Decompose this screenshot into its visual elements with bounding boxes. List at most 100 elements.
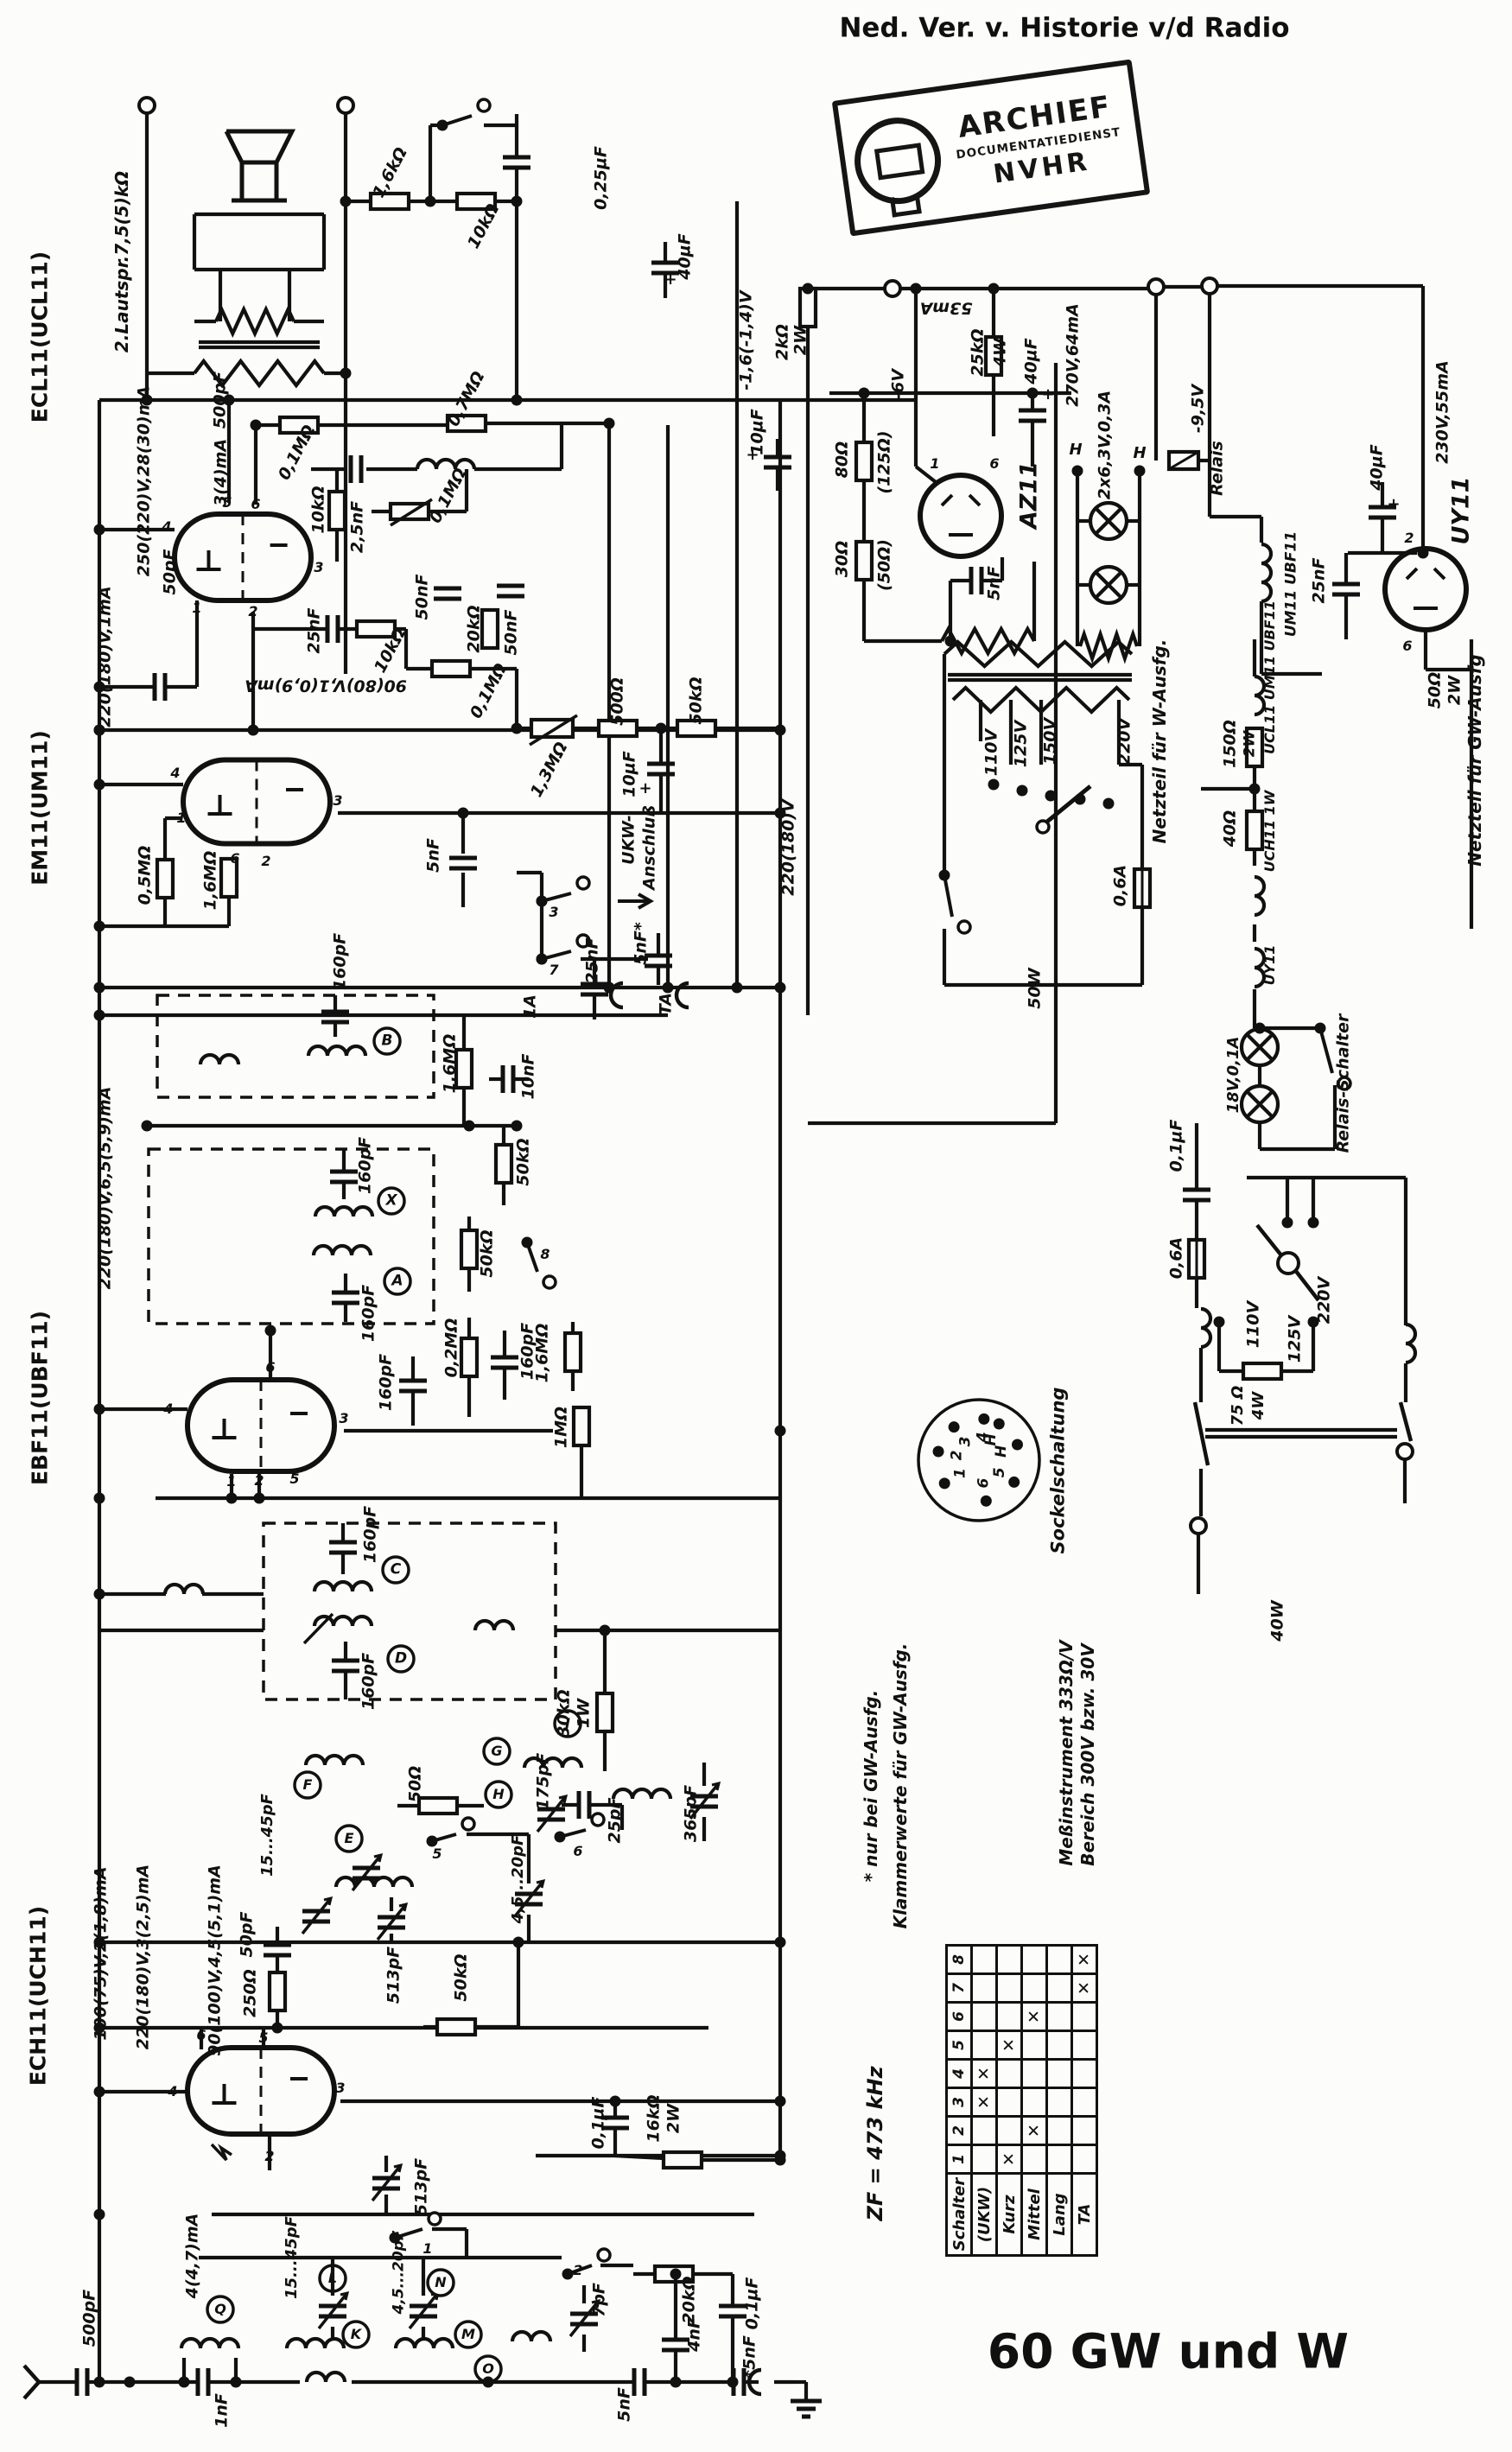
schematic-label: 50kΩ — [477, 1229, 497, 1278]
contact-cell — [1071, 2030, 1097, 2060]
schematic-label: M — [461, 2326, 475, 2342]
schematic-label: 6 — [989, 455, 1000, 472]
schematic-label: 50kΩ — [686, 677, 706, 725]
contact-cell — [996, 1945, 1022, 1974]
schematic-label: ECL11(UCL11) — [27, 251, 53, 423]
contact-cell — [1071, 2144, 1097, 2174]
schematic-label: -9,5V — [1188, 384, 1208, 434]
schematic-label: 25nF — [582, 937, 602, 984]
schematic-label: 220(180)V,6,5(5,9)mA — [95, 1086, 115, 1290]
schematic-label: 53mA — [919, 298, 973, 318]
schematic-label: Ned. Ver. v. Historie v/d Radio — [839, 12, 1290, 44]
schematic-label: + — [1041, 385, 1055, 403]
svg-text:4: 4 — [974, 1432, 991, 1443]
schematic-label: 10nF — [518, 1053, 538, 1100]
nvhr-bulb-logo-icon — [848, 111, 947, 210]
schematic-label: -1,6(-1,4)V — [736, 290, 756, 391]
schematic-label: 1,6MΩ — [440, 1033, 460, 1094]
schematic-label: 500pF — [79, 2289, 99, 2347]
contact-cell — [1046, 2030, 1072, 2060]
schematic-label: ECH11(UCH11) — [25, 1905, 51, 2087]
schematic-label: 160pF — [355, 1136, 375, 1195]
schematic-label: 1,6MΩ — [532, 1323, 552, 1383]
schematic-label: B — [381, 1032, 393, 1050]
schematic-label: ZF = 473 kHz — [863, 2066, 887, 2221]
schematic-label: 250(220)V,28(30)mA — [134, 385, 154, 577]
schematic-label: 1 — [176, 810, 187, 826]
schematic-label: UKW- — [619, 815, 638, 865]
schematic-label: 160pF — [376, 1353, 396, 1412]
contact-cell — [971, 2002, 997, 2031]
schematic-label: + — [664, 270, 677, 289]
schematic-label: UM11 UBF11 — [1282, 530, 1300, 638]
schematic-label: X — [385, 1191, 397, 1210]
contact-cell — [1021, 2059, 1047, 2088]
schematic-label: 4nF — [684, 2317, 704, 2352]
schematic-label: 5nF — [984, 566, 1004, 600]
contact-cell — [1021, 2030, 1047, 2060]
schematic-label: 2 — [248, 603, 258, 619]
schematic-label: 160pF — [359, 1284, 378, 1343]
schematic-label: 3 — [314, 559, 324, 575]
schematic-label: 270V,64mA — [1063, 303, 1083, 407]
svg-text:3: 3 — [957, 1437, 975, 1447]
schematic-label: 220(180)V — [778, 799, 798, 896]
schematic-label: + — [1387, 495, 1401, 513]
schematic-label: Netzteil für GW-Ausfg — [1464, 654, 1485, 867]
table-row: Mittel✕✕ — [1021, 1945, 1047, 2256]
schematic-label: Relais — [1207, 441, 1227, 496]
schematic-label: 2,5nF — [347, 500, 367, 554]
schematic-label: G — [491, 1743, 503, 1759]
schematic-label: 0,1µF — [742, 2277, 762, 2330]
schematic-label: 75 Ω — [1229, 1385, 1247, 1426]
table-row: Kurz✕✕ — [996, 1945, 1022, 2256]
schematic-label: 10µF — [619, 751, 639, 797]
contact-cell — [971, 2116, 997, 2145]
contact-cell — [996, 1973, 1022, 2003]
schematic-label: Anschluß — [639, 804, 659, 891]
svg-text:H: H — [982, 1433, 1000, 1445]
schematic-label: A — [391, 1272, 403, 1290]
band-label: (UKW) — [971, 2173, 997, 2256]
schematic-label: F — [302, 1776, 313, 1793]
schematic-label: 2 — [254, 1472, 264, 1489]
contact-cell — [1021, 2144, 1047, 2174]
schematic-label: Netzteil für W-Ausfg. — [1149, 638, 1170, 844]
schematic-label: 1 — [226, 1473, 237, 1490]
contact-cell — [1021, 1945, 1047, 1974]
contact-cell: ✕ — [971, 2059, 997, 2088]
contact-cell — [1046, 2002, 1072, 2031]
schematic-label: K — [350, 2326, 362, 2342]
schematic-label: 40µF — [1021, 338, 1041, 384]
schematic-label: 3 — [333, 792, 343, 809]
schematic-label: 90(100)V,4,5(5,1)mA — [205, 1864, 225, 2056]
schematic-label: 4,5...20pF — [390, 2230, 408, 2315]
schematic-label: 15...45pF — [258, 1794, 276, 1877]
schematic-label: 2x6,3V,0,3A — [1095, 390, 1115, 500]
table-contact-number: 7 — [946, 1973, 972, 2003]
schematic-label: 160pF — [360, 1505, 380, 1564]
table-contact-number: 1 — [946, 2144, 972, 2174]
table-contact-number: 5 — [946, 2030, 972, 2060]
schematic-label: 1MΩ — [551, 1406, 571, 1449]
svg-text:1: 1 — [952, 1468, 969, 1478]
contact-cell — [1046, 1973, 1072, 2003]
contact-cell — [1046, 1945, 1072, 1974]
contact-cell — [996, 2116, 1022, 2145]
schematic-label: 1 — [930, 455, 940, 472]
schematic-label: 90(80)V,1(0,9)mA — [245, 676, 407, 696]
band-label: Kurz — [996, 2173, 1022, 2256]
band-label: Mittel — [1021, 2173, 1047, 2256]
schematic-label: (125Ω) — [874, 430, 894, 494]
contact-cell — [1021, 1973, 1047, 2003]
schematic-label: 230V,55mA — [1433, 360, 1452, 464]
contact-cell: ✕ — [971, 2087, 997, 2117]
schematic-label: 2.Lautspr.7,5(5)kΩ — [111, 170, 132, 353]
schematic-label: 25nF — [1309, 557, 1329, 604]
contact-cell — [1046, 2144, 1072, 2174]
table-contact-number: 6 — [946, 2002, 972, 2031]
schematic-label: 0,6A — [1110, 864, 1130, 907]
table-contact-number: 3 — [946, 2087, 972, 2117]
schematic-label: 2 — [261, 853, 271, 869]
